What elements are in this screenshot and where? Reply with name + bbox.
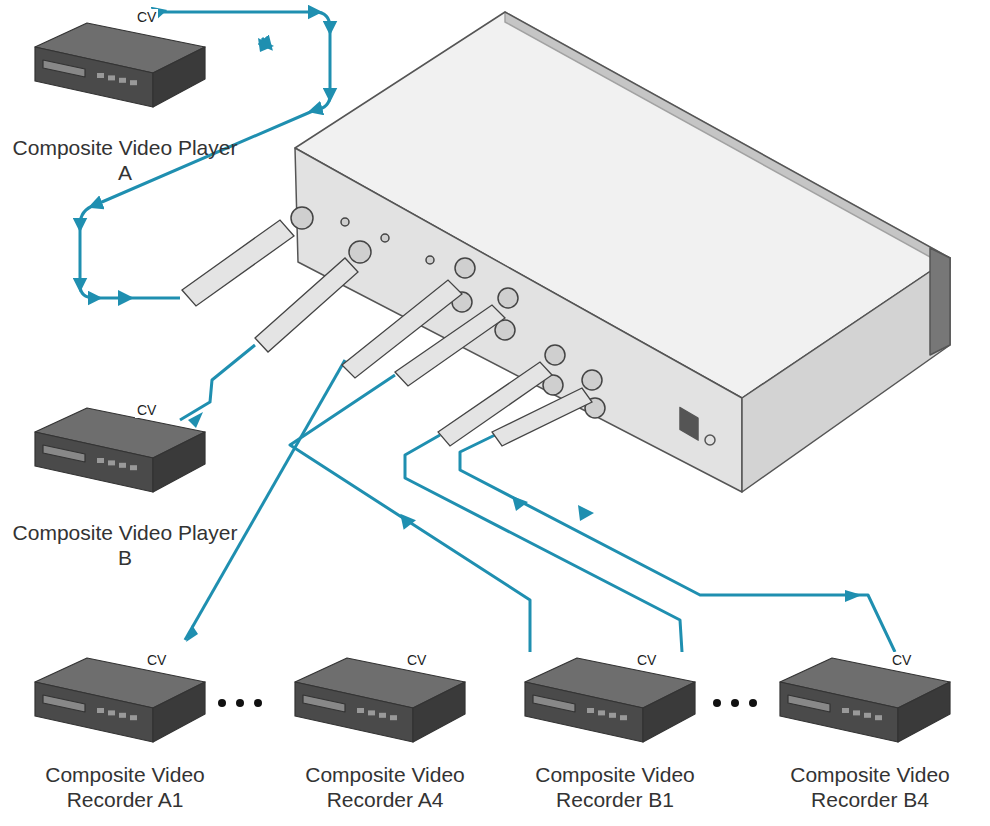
video-device-node: CVComposite Video Player A xyxy=(10,15,240,190)
cable-arrows xyxy=(118,38,862,642)
video-device-node: CV Composite Video Recorder B1 xyxy=(500,650,730,817)
video-device-node: CV Composite Video Recorder B4 xyxy=(755,650,985,817)
device-label: Composite Video Recorder B1 xyxy=(500,762,730,812)
device-label: Composite Video Recorder A4 xyxy=(270,762,500,812)
device-pictures xyxy=(35,23,950,742)
signal-label: CV xyxy=(890,652,913,668)
signal-label: CV xyxy=(135,402,158,418)
bnc-connectors xyxy=(291,207,605,418)
video-device xyxy=(295,658,465,742)
device-label: Composite Video Recorder A1 xyxy=(10,762,240,812)
signal-label: CV xyxy=(635,652,658,668)
ellipsis-dots xyxy=(218,699,757,707)
video-device xyxy=(780,658,950,742)
bnc-plugs xyxy=(182,220,592,446)
video-device-node: CV Composite Video Recorder A1 xyxy=(10,650,240,817)
video-device xyxy=(35,23,205,107)
device-label: Composite Video Player A xyxy=(10,135,240,185)
device-label: Composite Video Recorder B4 xyxy=(755,762,985,812)
cables xyxy=(80,12,895,652)
distributor-housing xyxy=(295,12,950,492)
device-label: Composite Video Player B xyxy=(10,520,240,570)
signal-label: CV xyxy=(405,652,428,668)
video-device-node: CV Composite Video Player B xyxy=(10,400,240,575)
video-device-node: CV Composite Video Recorder A4 xyxy=(270,650,500,817)
signal-label: CV xyxy=(145,652,168,668)
video-device xyxy=(35,658,205,742)
video-device xyxy=(35,408,205,492)
video-device xyxy=(525,658,695,742)
signal-label: CV xyxy=(135,9,158,25)
